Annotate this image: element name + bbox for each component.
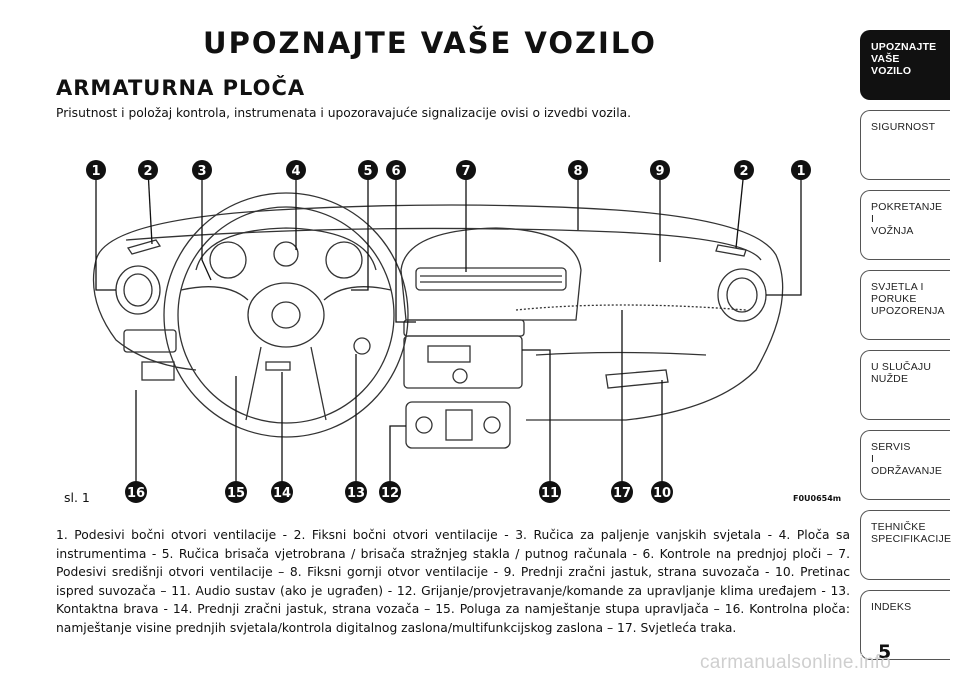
svg-text:11: 11 (541, 486, 559, 501)
svg-text:1: 1 (796, 164, 805, 179)
svg-text:12: 12 (381, 486, 399, 501)
figure-label: sl. 1 (64, 490, 90, 505)
svg-text:16: 16 (127, 486, 145, 501)
callout-1-right: 1 (791, 160, 811, 180)
svg-text:1: 1 (91, 164, 100, 179)
dashboard-illustration: 1 2 3 4 5 6 7 8 9 2 1 16 15 14 13 12 11 … (86, 160, 811, 503)
tab-tehnicke-specifikacije[interactable]: TEHNIČKE SPECIFIKACIJE (860, 510, 952, 580)
watermark: carmanualsonline.info (700, 652, 892, 673)
svg-text:8: 8 (573, 164, 582, 179)
chapter-tabs: UPOZNAJTE VAŠE VOZILO SIGURNOST POKRETAN… (860, 30, 952, 670)
tab-sigurnost[interactable]: SIGURNOST (860, 110, 950, 180)
page-heading: UPOZNAJTE VAŠE VOZILO (203, 26, 657, 60)
svg-text:9: 9 (655, 164, 664, 179)
callout-17: 17 (611, 481, 633, 503)
svg-text:7: 7 (461, 164, 470, 179)
callout-14: 14 (271, 481, 293, 503)
svg-text:10: 10 (653, 486, 671, 501)
figure-code: F0U0654m (793, 494, 842, 503)
tab-u-slucaju-nuzde[interactable]: U SLUČAJU NUŽDE (860, 350, 950, 420)
intro-text: Prisutnost i položaj kontrola, instrumen… (56, 106, 632, 120)
callout-5: 5 (358, 160, 378, 180)
dashboard-figure: 1 2 3 4 5 6 7 8 9 2 1 16 15 14 13 12 11 … (56, 150, 850, 512)
tab-label: UPOZNAJTE VAŠE VOZILO (871, 41, 937, 77)
tab-label: INDEKS (871, 601, 912, 613)
figure-caption: 1. Podesivi bočni otvori ventilacije - 2… (56, 528, 850, 635)
tab-servis-i-odrzavanje[interactable]: SERVIS I ODRŽAVANJE (860, 430, 950, 500)
svg-text:4: 4 (291, 164, 300, 179)
svg-text:2: 2 (143, 164, 152, 179)
callout-2-left: 2 (138, 160, 158, 180)
callout-11: 11 (539, 481, 561, 503)
svg-text:14: 14 (273, 486, 291, 501)
callout-10: 10 (651, 481, 673, 503)
svg-text:17: 17 (613, 486, 631, 501)
tab-label: U SLUČAJU NUŽDE (871, 361, 932, 385)
tab-label: TEHNIČKE SPECIFIKACIJE (871, 521, 952, 545)
svg-text:6: 6 (391, 164, 400, 179)
svg-text:5: 5 (363, 164, 372, 179)
tab-label: POKRETANJE I VOŽNJA (871, 201, 943, 237)
section-title: ARMATURNA PLOČA (56, 76, 306, 100)
tab-svjetla-i-poruke[interactable]: SVJETLA I PORUKE UPOZORENJA (860, 270, 950, 340)
tab-upoznajte-vase-vozilo[interactable]: UPOZNAJTE VAŠE VOZILO (860, 30, 950, 100)
tab-label: SIGURNOST (871, 121, 936, 133)
tab-label: SERVIS I ODRŽAVANJE (871, 441, 943, 477)
callout-4: 4 (286, 160, 306, 180)
page-number: 5 (878, 641, 892, 663)
callout-2-right: 2 (734, 160, 754, 180)
top-callouts: 1 2 3 4 5 6 7 8 9 2 1 (86, 160, 811, 180)
bottom-callouts: 16 15 14 13 12 11 17 10 (125, 481, 673, 503)
callout-6: 6 (386, 160, 406, 180)
callout-3: 3 (192, 160, 212, 180)
callout-12: 12 (379, 481, 401, 503)
callout-1-left: 1 (86, 160, 106, 180)
tab-label: SVJETLA I PORUKE UPOZORENJA (871, 281, 945, 317)
svg-text:13: 13 (347, 486, 365, 501)
svg-text:15: 15 (227, 486, 245, 501)
tab-indeks[interactable]: INDEKS (860, 590, 950, 660)
callout-9: 9 (650, 160, 670, 180)
callout-13: 13 (345, 481, 367, 503)
tab-pokretanje-i-voznja[interactable]: POKRETANJE I VOŽNJA (860, 190, 950, 260)
callout-8: 8 (568, 160, 588, 180)
svg-text:3: 3 (197, 164, 206, 179)
callout-7: 7 (456, 160, 476, 180)
callout-16: 16 (125, 481, 147, 503)
svg-text:2: 2 (739, 164, 748, 179)
callout-15: 15 (225, 481, 247, 503)
